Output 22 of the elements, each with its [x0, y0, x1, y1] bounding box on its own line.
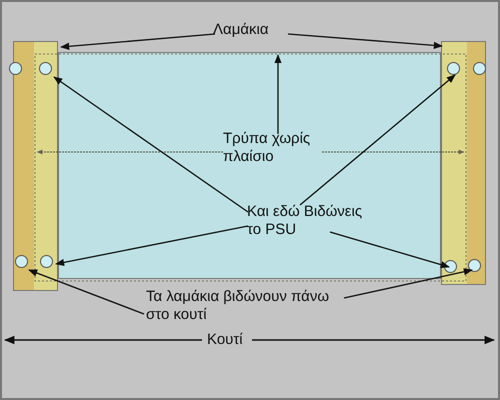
- leader-arrow: [28, 269, 144, 315]
- screw-hole: [9, 62, 22, 75]
- leader-arrow: [300, 74, 456, 206]
- dimension-label: Κουτί: [207, 331, 243, 349]
- part-label: Λαμάκια: [213, 21, 269, 39]
- mounting-strip: [441, 41, 486, 285]
- screw-hole: [15, 255, 28, 268]
- callout-text: Και εδώ Βιδώνεις το PSU: [247, 203, 369, 239]
- screw-hole: [40, 255, 53, 268]
- callout-text: Τρύπα χωρίς πλαίσιο: [223, 130, 343, 166]
- leader-arrow: [344, 268, 473, 299]
- leader-arrow: [288, 33, 443, 49]
- screw-hole: [447, 62, 460, 75]
- leader-arrow: [55, 225, 248, 266]
- leader-arrow: [330, 231, 450, 268]
- screw-hole: [468, 259, 481, 272]
- leader-arrow: [274, 54, 282, 134]
- callout-text: Τα λαμάκια βιδώνουν πάνω στο κουτί: [146, 288, 351, 324]
- screw-hole: [39, 62, 52, 75]
- leader-arrow: [60, 33, 216, 50]
- screw-hole: [473, 62, 486, 75]
- leader-arrow: [53, 76, 248, 213]
